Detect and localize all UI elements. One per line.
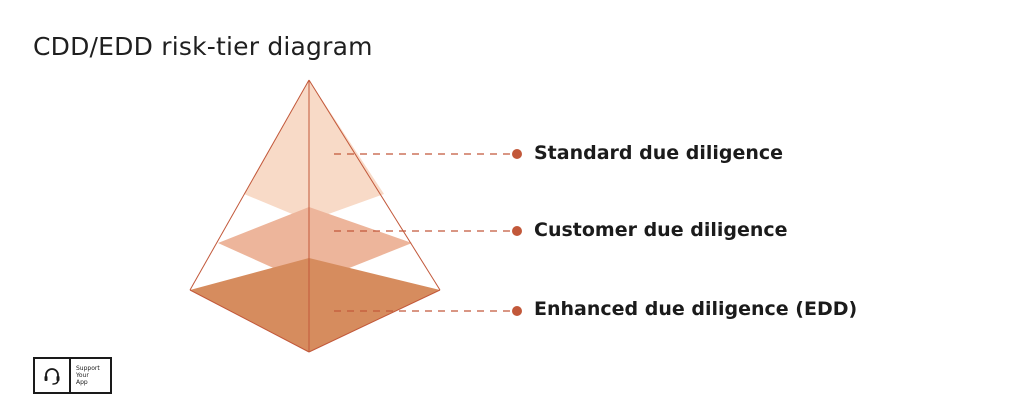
leader-dot-customer: [512, 226, 522, 236]
logo-wordmark: Support Your App: [71, 359, 110, 392]
logo-icon-cell: [35, 359, 71, 392]
logo-line-1: Support: [76, 365, 100, 372]
tier-label-enhanced: Enhanced due diligence (EDD): [534, 298, 858, 320]
logo-line-3: App: [76, 379, 88, 386]
headset-icon: [44, 367, 60, 385]
tier-label-standard: Standard due diligence: [534, 142, 784, 164]
page-title: CDD/EDD risk-tier diagram: [33, 32, 373, 61]
leader-dot-standard: [512, 149, 522, 159]
tier-standard-shape: [244, 80, 384, 221]
tier-label-customer: Customer due diligence: [534, 219, 788, 241]
pyramid-outline: [189, 79, 441, 353]
tier-enhanced-shape: [190, 258, 440, 352]
support-your-app-logo: Support Your App: [33, 357, 112, 394]
leader-dot-enhanced: [512, 306, 522, 316]
logo-line-2: Your: [76, 372, 89, 379]
tier-customer-shape: [218, 207, 412, 284]
